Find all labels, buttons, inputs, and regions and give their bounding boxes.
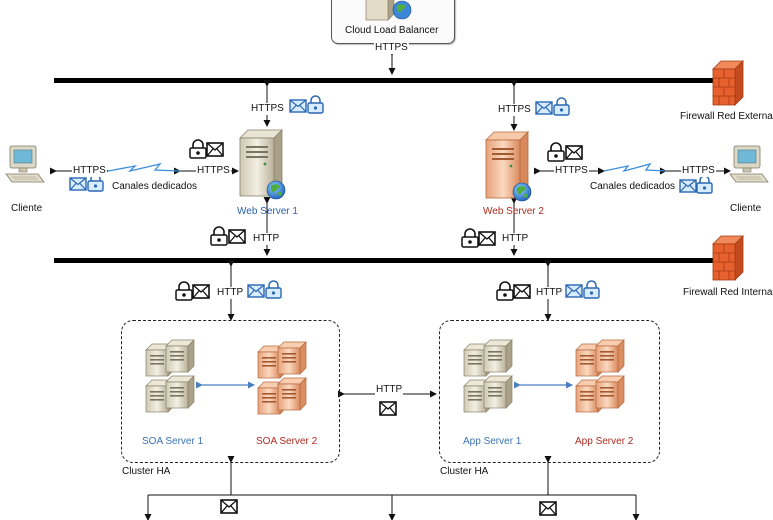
web-server-2-icon: [485, 131, 532, 202]
web-server-1-icon: [239, 129, 286, 200]
https-label-web2-link: HTTPS: [554, 165, 589, 177]
https-label-lb: HTTPS: [374, 42, 409, 54]
external-network-bus: [54, 78, 714, 83]
firewall-external-label: Firewall Red Externa: [680, 111, 773, 122]
dedicated-channels-right-label: Canales dedicados: [590, 181, 676, 192]
app-server-2-label: App Server 2: [575, 436, 634, 447]
internal-network-bus: [54, 258, 714, 263]
web-server-2-label: Web Server 2: [483, 206, 544, 217]
https-label-web2: HTTPS: [497, 104, 532, 116]
http-label-cluster-right: HTTP: [535, 287, 564, 299]
http-label-web2: HTTP: [501, 233, 530, 245]
client-left-label: Cliente: [11, 203, 43, 214]
cluster-ha-left-label: Cluster HA: [122, 466, 171, 477]
client-right-icon: [729, 145, 769, 183]
soa-server-2-label: SOA Server 2: [256, 436, 318, 447]
client-left-icon: [5, 145, 45, 183]
internal-firewall-icon: [712, 235, 744, 281]
https-label-web1-link: HTTPS: [196, 165, 231, 177]
web-server-1-label: Web Server 1: [237, 206, 298, 217]
dedicated-link-left: [107, 162, 181, 173]
load-balancer-overlay: [365, 0, 412, 21]
dedicated-link-right: [603, 162, 667, 173]
load-balancer-label: Cloud Load Balancer: [345, 25, 439, 36]
http-label-web1: HTTP: [252, 233, 281, 245]
app-server-1-label: App Server 1: [463, 436, 522, 447]
https-label-web1: HTTPS: [250, 103, 285, 115]
https-label-client-left: HTTPS: [72, 165, 107, 177]
cluster-ha-right-label: Cluster HA: [440, 466, 489, 477]
https-label-client-right: HTTPS: [681, 165, 716, 177]
http-label-cluster-left: HTTP: [216, 287, 245, 299]
cluster-ha-right: [439, 320, 660, 463]
cluster-ha-left: [121, 320, 340, 463]
client-right-label: Cliente: [730, 203, 762, 214]
firewall-internal-label: Firewall Red Interna: [683, 287, 773, 298]
dedicated-channels-left-label: Canales dedicados: [112, 181, 198, 192]
external-firewall-icon: [712, 60, 744, 106]
soa-server-1-label: SOA Server 1: [142, 436, 204, 447]
http-label-inter-cluster: HTTP: [375, 384, 404, 396]
